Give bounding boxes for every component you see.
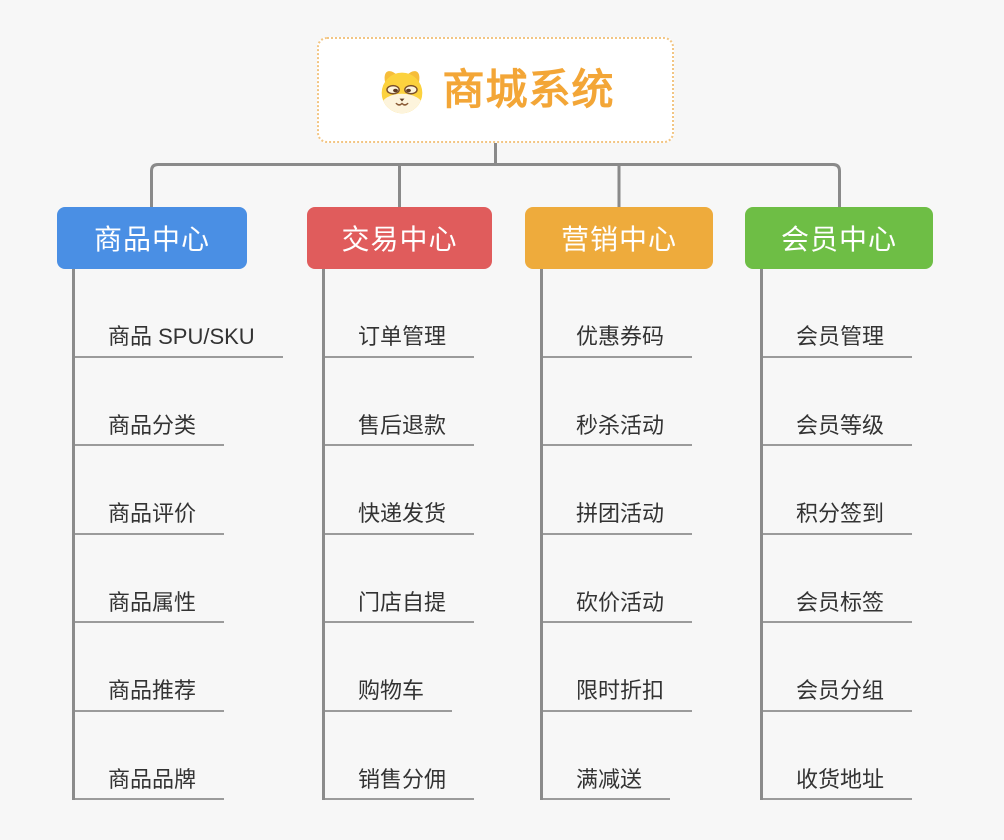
branch-header-1[interactable]: 交易中心 xyxy=(307,207,492,269)
leaf-label: 商品评价 xyxy=(75,501,225,535)
leaf-label: 积分签到 xyxy=(763,501,913,535)
leaf-node[interactable]: 商品 SPU/SKU xyxy=(75,269,283,358)
leaf-node[interactable]: 会员分组 xyxy=(763,623,913,712)
leaf-label: 购物车 xyxy=(325,678,453,712)
leaf-label: 限时折扣 xyxy=(543,678,693,712)
leaf-node[interactable]: 秒杀活动 xyxy=(543,358,693,446)
leaf-label: 快递发货 xyxy=(325,501,475,535)
branch-label: 营销中心 xyxy=(560,224,677,255)
leaf-label: 门店自提 xyxy=(325,590,475,623)
leaf-node[interactable]: 门店自提 xyxy=(325,535,475,623)
leaf-node[interactable]: 销售分佣 xyxy=(325,712,475,800)
leaf-node[interactable]: 商品评价 xyxy=(75,446,283,535)
leaf-node[interactable]: 商品分类 xyxy=(75,358,283,446)
leaf-node[interactable]: 收货地址 xyxy=(763,712,913,800)
branch-items-3: 会员管理会员等级积分签到会员标签会员分组收货地址 xyxy=(760,269,913,800)
leaf-label: 秒杀活动 xyxy=(543,413,693,446)
branch-header-2[interactable]: 营销中心 xyxy=(525,207,713,269)
leaf-node[interactable]: 限时折扣 xyxy=(543,623,693,712)
leaf-label: 收货地址 xyxy=(763,767,913,800)
shiba-dog-icon xyxy=(382,70,423,113)
leaf-node[interactable]: 订单管理 xyxy=(325,269,475,358)
root-node[interactable]: 商城系统 xyxy=(317,37,674,143)
branch-items-1: 订单管理售后退款快递发货门店自提购物车销售分佣 xyxy=(322,269,475,800)
leaf-node[interactable]: 积分签到 xyxy=(763,446,913,535)
leaf-label: 售后退款 xyxy=(325,413,475,446)
leaf-label: 销售分佣 xyxy=(325,767,475,800)
leaf-label: 商品推荐 xyxy=(75,678,225,712)
leaf-node[interactable]: 优惠券码 xyxy=(543,269,693,358)
leaf-label: 优惠券码 xyxy=(543,324,693,358)
leaf-label: 会员标签 xyxy=(763,590,913,623)
leaf-node[interactable]: 会员标签 xyxy=(763,535,913,623)
leaf-label: 商品属性 xyxy=(75,590,225,623)
leaf-label: 会员分组 xyxy=(763,678,913,712)
leaf-label: 会员管理 xyxy=(763,324,913,358)
branch-bus-line xyxy=(150,163,841,208)
leaf-node[interactable]: 购物车 xyxy=(325,623,474,712)
branch-header-0[interactable]: 商品中心 xyxy=(57,207,247,269)
root-title: 商城系统 xyxy=(442,66,615,113)
leaf-node[interactable]: 商品属性 xyxy=(75,535,283,623)
leaf-label: 商品分类 xyxy=(75,413,225,446)
leaf-node[interactable]: 商品品牌 xyxy=(75,712,283,800)
leaf-node[interactable]: 会员管理 xyxy=(763,269,913,358)
branch-label: 会员中心 xyxy=(780,224,897,255)
leaf-node[interactable]: 拼团活动 xyxy=(543,446,693,535)
leaf-label: 会员等级 xyxy=(763,413,913,446)
branch-label: 交易中心 xyxy=(341,224,458,255)
leaf-node[interactable]: 满减送 xyxy=(543,712,692,800)
branch-label: 商品中心 xyxy=(93,224,210,255)
leaf-label: 满减送 xyxy=(543,767,671,800)
branch-items-0: 商品 SPU/SKU 商品分类商品评价商品属性商品推荐商品品牌 xyxy=(72,269,283,800)
leaf-node[interactable]: 砍价活动 xyxy=(543,535,693,623)
leaf-node[interactable]: 商品推荐 xyxy=(75,623,283,712)
leaf-label: 商品品牌 xyxy=(75,767,225,800)
leaf-label: 拼团活动 xyxy=(543,501,693,535)
branch-header-3[interactable]: 会员中心 xyxy=(745,207,933,269)
leaf-label: 订单管理 xyxy=(325,324,475,358)
leaf-node[interactable]: 会员等级 xyxy=(763,358,913,446)
leaf-node[interactable]: 快递发货 xyxy=(325,446,475,535)
branch-items-2: 优惠券码秒杀活动拼团活动砍价活动限时折扣满减送 xyxy=(540,269,693,800)
leaf-label: 砍价活动 xyxy=(543,590,693,623)
leaf-node[interactable]: 售后退款 xyxy=(325,358,475,446)
leaf-label: 商品 SPU/SKU xyxy=(75,324,283,358)
